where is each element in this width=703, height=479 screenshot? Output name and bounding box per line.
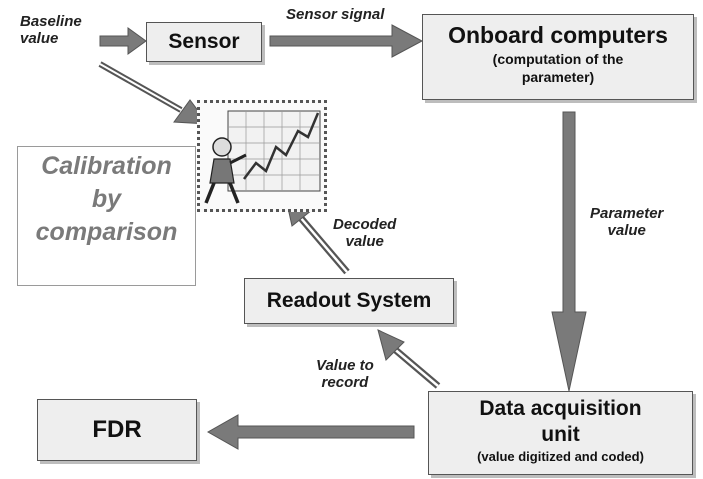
readout-system-box: Readout System — [244, 278, 454, 324]
arrow-baseline-to-calibration — [98, 61, 210, 125]
arrow-baseline-to-sensor — [99, 27, 147, 55]
arrow-onboard-to-daq — [551, 111, 587, 392]
presenter-chart-clipart — [204, 110, 321, 204]
onboard-computers-box: Onboard computers (computation of the pa… — [422, 14, 694, 100]
onboard-computers-title: Onboard computers — [448, 22, 668, 48]
value-to-record-label: Value to record — [316, 357, 374, 392]
daq-title-2: unit — [541, 423, 580, 446]
daq-title-1: Data acquisition — [479, 397, 642, 420]
arrow-daq-to-fdr — [206, 414, 415, 450]
sensor-signal-label: Sensor signal — [286, 6, 385, 23]
arrow-sensor-to-onboard — [269, 24, 424, 58]
data-acquisition-unit-box: Data acquisition unit (value digitized a… — [428, 391, 693, 475]
baseline-value-label: Baseline value — [20, 13, 82, 48]
decoded-value-label: Decoded value — [333, 216, 397, 251]
parameter-value-label: Parameter value — [590, 205, 664, 240]
onboard-computers-subtitle-2: parameter) — [521, 69, 595, 85]
calibration-by-comparison-box: Calibration by comparison — [17, 146, 196, 286]
arrow-daq-to-readout — [377, 329, 441, 389]
sensor-box: Sensor — [146, 22, 262, 62]
daq-subtitle: (value digitized and coded) — [477, 449, 644, 464]
fdr-box: FDR — [37, 399, 197, 461]
onboard-computers-subtitle-1: (computation of the — [492, 51, 624, 67]
calibration-chart-illustration — [197, 100, 327, 212]
